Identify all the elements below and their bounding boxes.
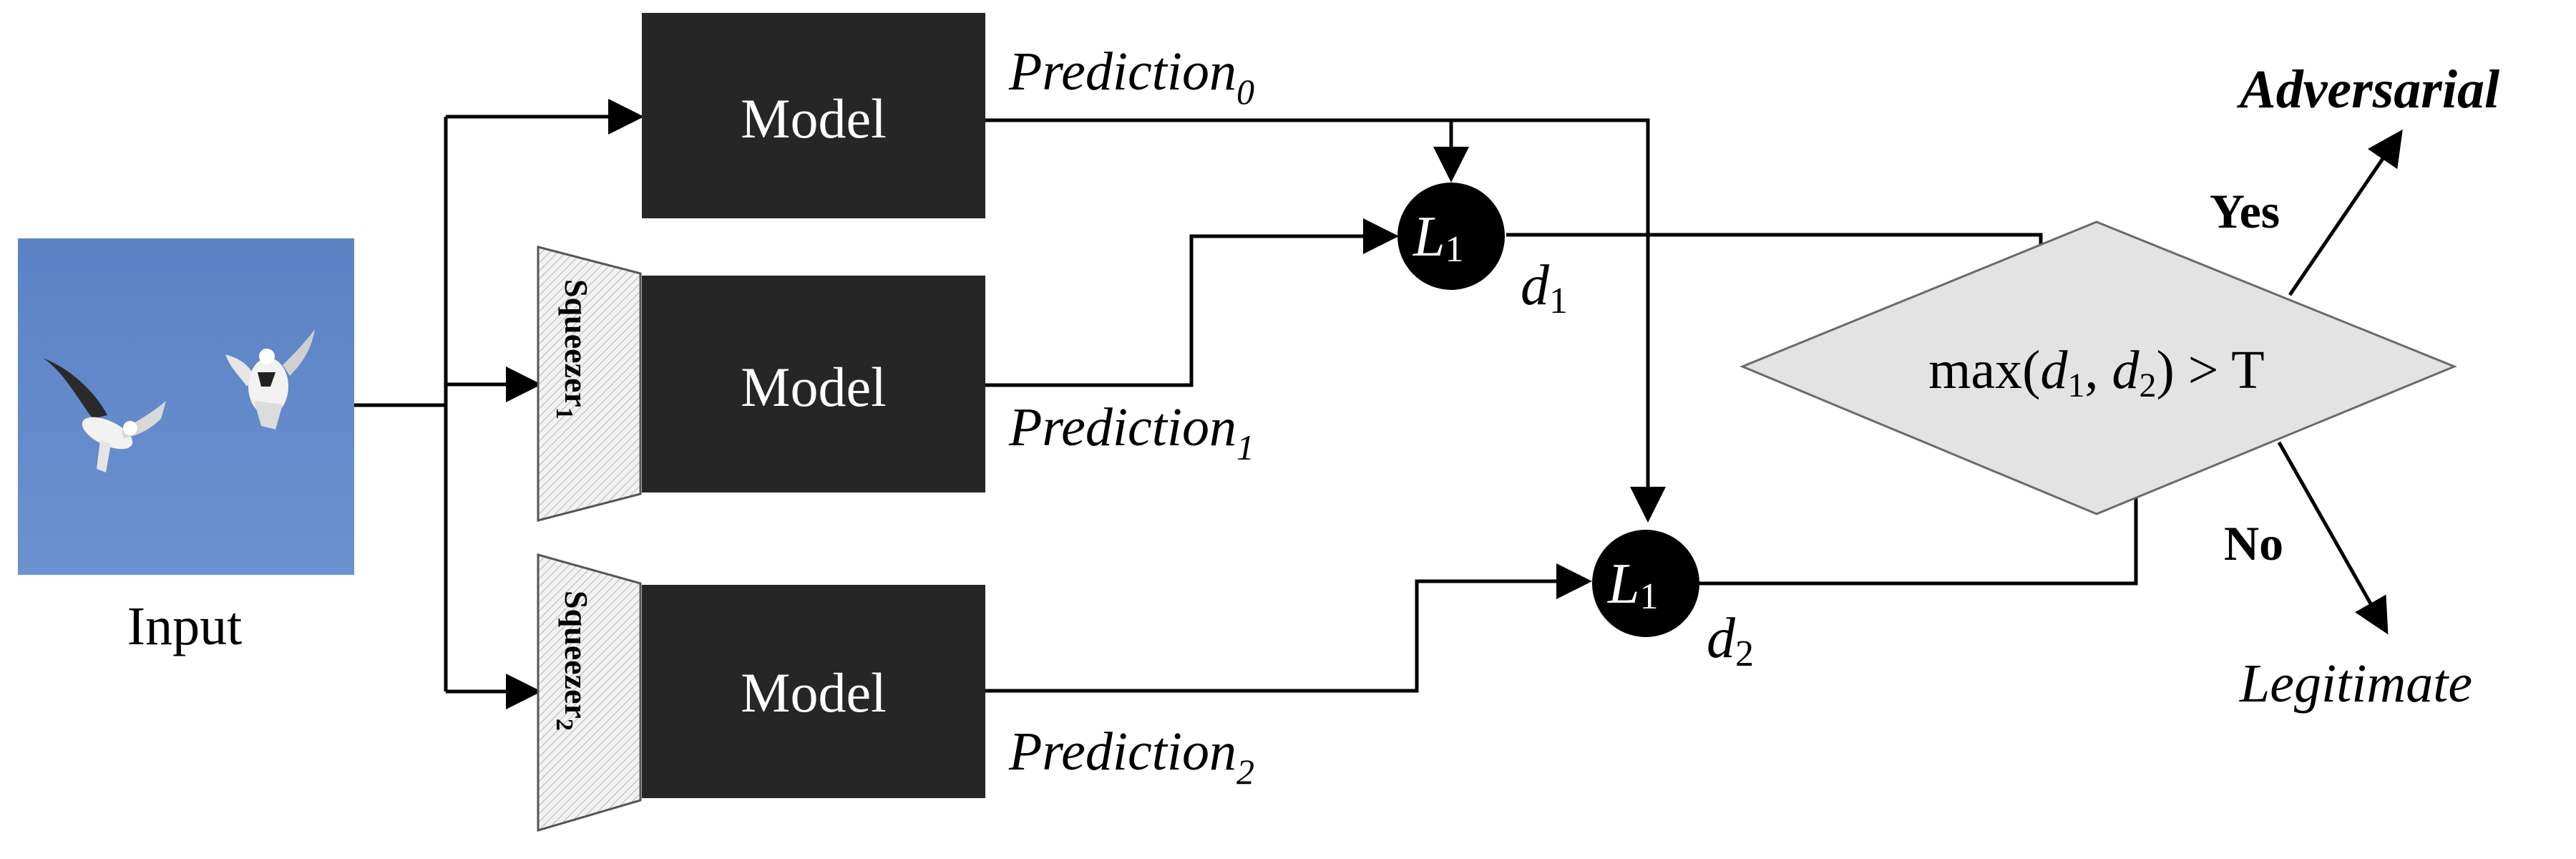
model-label-0: Model (741, 87, 887, 150)
prediction-label-2: Prediction2 (1008, 722, 1254, 792)
model-box-2 (642, 585, 985, 798)
l1-label-2: L1 (1607, 553, 1659, 617)
adversarial-label: Adversarial (2237, 59, 2499, 120)
legitimate-label: Legitimate (2239, 654, 2472, 714)
l1-label-1: L1 (1413, 205, 1464, 270)
model-label-1: Model (741, 356, 887, 418)
distance-label-2: d2 (1707, 607, 1754, 674)
l1-node-1 (1397, 183, 1505, 290)
squeezer-label-1: Squeezer1 (551, 279, 595, 419)
squeezer-label-2: Squeezer2 (551, 591, 595, 731)
squeezer-2 (537, 553, 642, 833)
yes-label: Yes (2210, 184, 2280, 238)
prediction-label-1: Prediction1 (1008, 397, 1254, 467)
outcome-arrows (2277, 129, 2403, 635)
prediction-connectors (985, 118, 2154, 693)
bird-icon (225, 329, 315, 430)
model-box-1 (642, 276, 985, 492)
l1-node-2 (1592, 530, 1699, 637)
input-image (18, 238, 354, 575)
bird-icon (43, 358, 166, 472)
model-label-2: Model (741, 661, 887, 724)
input-connectors (354, 99, 644, 709)
squeezer-1 (537, 246, 642, 522)
model-box-0 (642, 13, 985, 218)
decision-condition: max(d1, d2) > T (1928, 340, 2264, 404)
input-label: Input (127, 596, 242, 656)
decision-diamond (1740, 220, 2457, 515)
prediction-label-0: Prediction0 (1008, 42, 1254, 112)
no-label: No (2224, 516, 2283, 571)
distance-label-1: d1 (1521, 254, 1568, 321)
